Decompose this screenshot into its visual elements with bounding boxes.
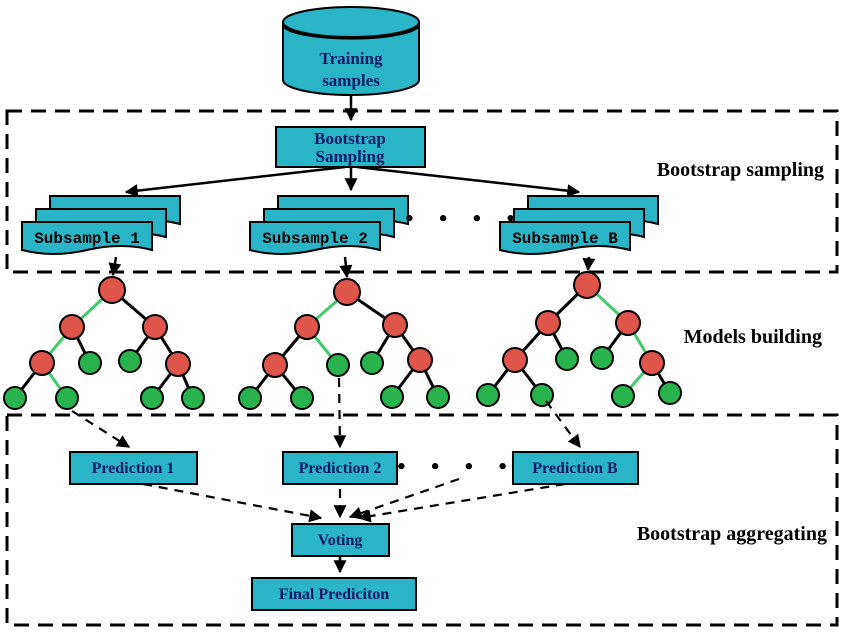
tree-node-red	[573, 271, 601, 299]
tree-node-green	[380, 385, 404, 409]
subsample-b-stack: Subsample B	[499, 195, 659, 255]
tree-2-nodes	[238, 278, 450, 410]
tree-node-red	[407, 347, 433, 373]
prediction-b-box: Prediction B	[512, 451, 639, 485]
subsample-2-label: Subsample 2	[262, 230, 368, 248]
final-prediction-label: Final Prediciton	[279, 586, 389, 603]
tree-node-red	[262, 352, 288, 378]
tree-node-green	[238, 386, 262, 410]
tree-node-green	[290, 386, 314, 410]
decision-tree-3	[476, 271, 682, 408]
tree-node-red	[502, 347, 528, 373]
tree-node-red	[639, 350, 665, 376]
bootstrap-sampling-region-border	[5, 109, 839, 274]
tree-node-green	[326, 353, 350, 377]
tree-node-red	[535, 310, 561, 336]
section-label-models-building: Models building	[684, 326, 822, 348]
tree-node-green	[360, 351, 384, 375]
tree-node-green	[55, 386, 79, 410]
tree-3-nodes	[476, 271, 682, 408]
voting-label: Voting	[318, 532, 363, 549]
tree-node-green	[530, 383, 554, 407]
tree-node-red	[615, 310, 641, 336]
arrows-sampling-to-subsamples	[124, 165, 581, 198]
subsample-1-stack: Subsample 1	[21, 195, 181, 255]
tree-node-red	[142, 314, 168, 340]
prediction-1-box: Prediction 1	[69, 451, 198, 485]
subsample-b-label: Subsample B	[512, 230, 618, 248]
tree-node-red	[59, 314, 85, 340]
database-lid	[282, 6, 420, 38]
tree-node-red	[382, 312, 408, 338]
training-samples-database: Training samples	[282, 6, 420, 96]
tree-3-edges	[486, 283, 672, 398]
tree-node-green	[181, 386, 205, 410]
subsample-1-label: Subsample 1	[34, 230, 140, 248]
tree-node-red	[29, 350, 55, 376]
tree-node-green	[78, 351, 102, 375]
tree-node-green	[3, 386, 27, 410]
arrows-trees-to-predictions	[71, 377, 581, 449]
ellipsis-dots-top: • • • •	[404, 209, 525, 230]
bootstrap-sampling-label-line1: Bootstrap	[314, 129, 386, 148]
section-label-bootstrap-aggregating: Bootstrap aggregating	[637, 523, 827, 545]
bootstrap-sampling-label-line2: Sampling	[316, 147, 385, 166]
database-label-line2: samples	[322, 71, 380, 90]
arrows-predictions-to-voting	[142, 477, 566, 523]
arrows-subsamples-to-trees	[108, 256, 596, 279]
section-label-bootstrap-sampling: Bootstrap sampling	[657, 159, 824, 181]
decision-tree-2	[238, 278, 450, 410]
prediction-2-box: Prediction 2	[282, 451, 398, 485]
tree-node-green	[476, 383, 500, 407]
tree-1-edges	[13, 288, 195, 400]
tree-node-green	[590, 346, 614, 370]
database-rim-line	[283, 26, 419, 40]
decision-tree-1	[3, 276, 205, 410]
prediction-2-label: Prediction 2	[299, 460, 382, 477]
tree-node-red	[165, 351, 191, 377]
ellipsis-dots-bottom: • • • •	[396, 457, 517, 478]
bootstrap-sampling-box: Bootstrap Sampling	[275, 126, 426, 168]
tree-node-red	[98, 276, 126, 304]
tree-2-edges	[248, 290, 440, 400]
final-prediction-box: Final Prediciton	[251, 577, 417, 611]
bootstrap-aggregating-region-border	[5, 413, 839, 627]
tree-1-nodes	[3, 276, 205, 410]
tree-node-green	[426, 385, 450, 409]
prediction-1-label: Prediction 1	[92, 460, 175, 477]
tree-node-green	[118, 349, 142, 373]
tree-node-green	[658, 381, 682, 405]
tree-node-green	[611, 384, 635, 408]
prediction-b-label: Prediction B	[532, 460, 618, 477]
tree-node-red	[294, 314, 320, 340]
tree-node-green	[140, 386, 164, 410]
tree-node-green	[555, 347, 579, 371]
database-label-line1: Training	[320, 49, 383, 68]
voting-box: Voting	[291, 523, 390, 557]
subsample-2-stack: Subsample 2	[249, 195, 409, 255]
tree-node-red	[333, 278, 361, 306]
